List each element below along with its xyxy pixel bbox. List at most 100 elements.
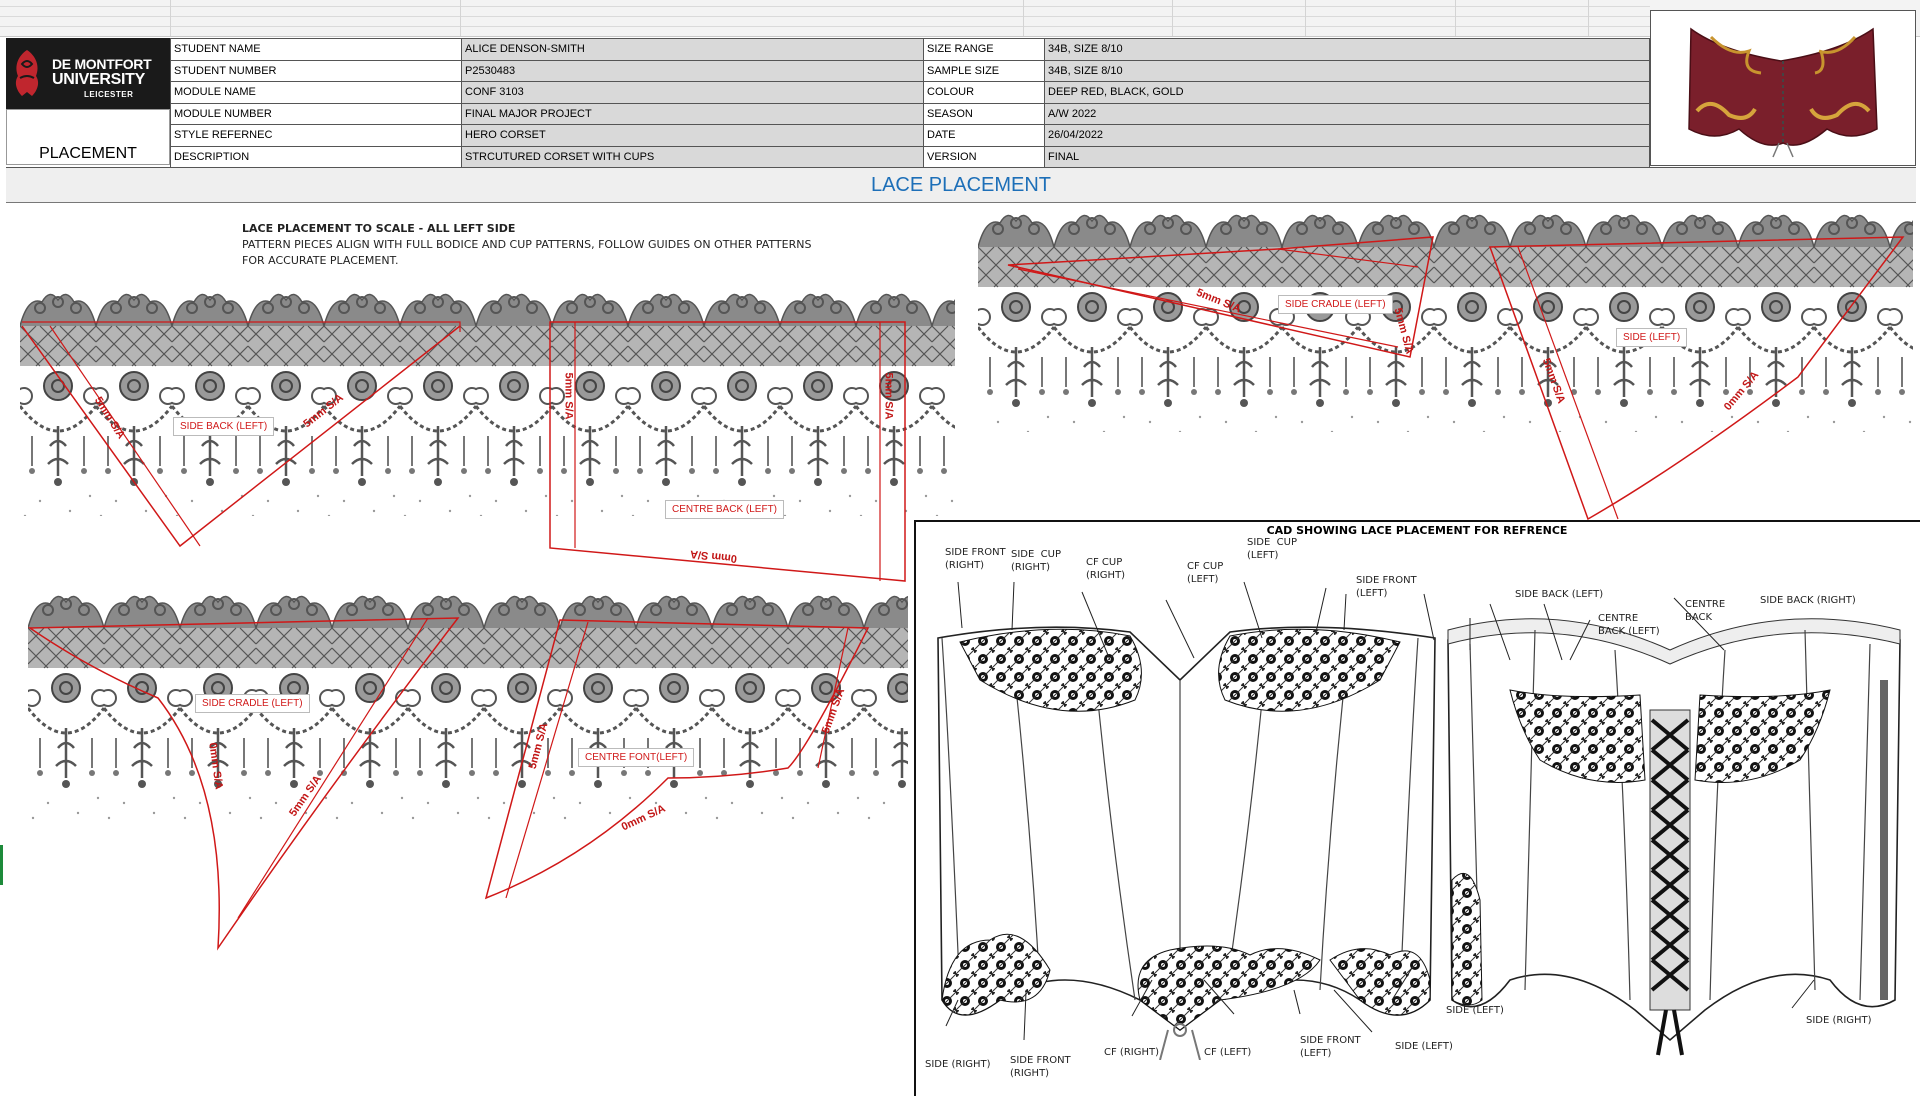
spreadsheet-header-strip: [0, 0, 1920, 37]
cad-label-text: SIDE (LEFT): [1446, 1005, 1504, 1016]
corset-thumbnail: [1650, 10, 1916, 166]
grid-line: [170, 0, 171, 36]
info-value: FINAL MAJOR PROJECT: [461, 102, 924, 125]
cad-label-text: SIDE BACK (RIGHT): [1760, 595, 1856, 606]
corset-front-drawing: [937, 624, 1436, 1060]
info-label: MODULE NUMBER: [170, 102, 462, 125]
info-label: SEASON: [923, 102, 1045, 125]
cad-label: SIDE (RIGHT): [1806, 1014, 1872, 1027]
cad-label-text: CF (RIGHT): [1104, 1047, 1159, 1058]
info-value: CONF 3103: [461, 81, 924, 104]
lace-placement-banner: LACE PLACEMENT: [6, 167, 1916, 203]
cad-label: SIDE FRONT (LEFT): [1300, 1034, 1361, 1060]
info-value: DEEP RED, BLACK, GOLD: [1044, 81, 1650, 104]
cad-label-text: SIDE (LEFT): [1395, 1041, 1453, 1052]
grid-line: [1588, 0, 1589, 36]
info-value: A/W 2022: [1044, 102, 1650, 125]
sheet-edge-marker: [0, 845, 3, 885]
cad-label: CF CUP (RIGHT): [1086, 556, 1125, 582]
cad-label-text: SIDE FRONT (RIGHT): [1010, 1055, 1071, 1079]
cad-label-text: SIDE FRONT (LEFT): [1300, 1035, 1361, 1059]
cad-label: SIDE FRONT (RIGHT): [945, 546, 1006, 572]
placement-note: LACE PLACEMENT TO SCALE - ALL LEFT SIDE …: [242, 221, 811, 269]
logo-line-1: DE MONTFORT: [52, 56, 152, 72]
cad-label-text: CF (LEFT): [1204, 1047, 1252, 1058]
cad-label-text: SIDE CUP (RIGHT): [1011, 549, 1062, 573]
grid-line: [1455, 0, 1456, 36]
info-label: COLOUR: [923, 81, 1045, 104]
cad-label: SIDE BACK (LEFT): [1515, 588, 1603, 601]
grid-line: [0, 26, 1650, 27]
grid-line: [1305, 0, 1306, 36]
cad-label-text: SIDE FRONT (RIGHT): [945, 547, 1006, 571]
cad-label: SIDE FRONT (LEFT): [1356, 574, 1417, 600]
info-value: STRCUTURED CORSET WITH CUPS: [461, 145, 924, 168]
grid-line: [1023, 0, 1024, 36]
corset-back-drawing: [1447, 618, 1901, 1056]
cad-label-text: SIDE CUP (LEFT): [1247, 537, 1298, 561]
info-label: STUDENT NAME: [170, 38, 462, 61]
note-line: FOR ACCURATE PLACEMENT.: [242, 254, 399, 267]
info-label: VERSION: [923, 145, 1045, 168]
info-label: DESCRIPTION: [170, 145, 462, 168]
cad-label-text: CENTRE BACK: [1685, 599, 1726, 623]
cad-label: SIDE FRONT (RIGHT): [1010, 1054, 1071, 1080]
cad-label-text: SIDE (RIGHT): [925, 1059, 991, 1070]
info-label: MODULE NAME: [170, 81, 462, 104]
info-label: STYLE REFERNEC: [170, 124, 462, 147]
griffin-crest-icon: [15, 50, 39, 96]
cad-title: CAD SHOWING LACE PLACEMENT FOR REFRENCE: [1266, 524, 1568, 537]
info-value: 34B, SIZE 8/10: [1044, 59, 1650, 82]
cad-label-text: SIDE (RIGHT): [1806, 1015, 1872, 1026]
corset-render-image: [1688, 27, 1878, 158]
university-logo: DE MONTFORT UNIVERSITY LEICESTER: [6, 38, 170, 109]
cad-label: CF (LEFT): [1204, 1046, 1251, 1059]
cad-label: CF (RIGHT): [1104, 1046, 1159, 1059]
info-value: P2530483: [461, 59, 924, 82]
cad-label: SIDE (LEFT): [1446, 1004, 1504, 1017]
info-value: HERO CORSET: [461, 124, 924, 147]
lace-strip-side-cradle-side: [978, 207, 1913, 521]
cad-label-text: CF CUP (LEFT): [1187, 561, 1224, 585]
seam-allowance-label: 5mm S/A: [882, 372, 895, 420]
logo-line-3: LEICESTER: [84, 90, 134, 99]
lace-strip-side-cradle-centre-front: [28, 588, 908, 951]
cad-label-text: SIDE BACK (LEFT): [1515, 589, 1604, 600]
seam-allowance-label: 5mm S/A: [562, 372, 575, 420]
info-value: ALICE DENSON-SMITH: [461, 38, 924, 61]
lace-strip-side-back-centre-back: [20, 286, 955, 582]
cad-label: SIDE CUP (RIGHT): [1011, 548, 1061, 574]
cad-label: SIDE (LEFT): [1395, 1040, 1453, 1053]
info-label: SIZE RANGE: [923, 38, 1045, 61]
grid-line: [1172, 0, 1173, 36]
cad-label: CENTRE BACK (LEFT): [1598, 612, 1660, 638]
cad-label-text: SIDE FRONT (LEFT): [1356, 575, 1417, 599]
placement-label: PLACEMENT: [6, 109, 170, 165]
logo-line-2: UNIVERSITY: [52, 71, 146, 88]
info-label: STUDENT NUMBER: [170, 59, 462, 82]
pattern-label-side-back: SIDE BACK (LEFT): [173, 417, 275, 436]
grid-line: [0, 6, 1650, 7]
info-label: SAMPLE SIZE: [923, 59, 1045, 82]
info-value: 34B, SIZE 8/10: [1044, 38, 1650, 61]
info-label: DATE: [923, 124, 1045, 147]
note-heading: LACE PLACEMENT TO SCALE - ALL LEFT SIDE: [242, 222, 516, 235]
info-value: FINAL: [1044, 145, 1650, 168]
pattern-label-centre-front: CENTRE FONT(LEFT): [578, 748, 695, 767]
cad-callout-arrows: [945, 581, 1815, 1041]
cad-label: CENTRE BACK: [1685, 598, 1725, 624]
cad-label-text: CENTRE BACK (LEFT): [1598, 613, 1660, 637]
cad-label: SIDE BACK (RIGHT): [1760, 594, 1856, 607]
cad-label-text: CF CUP (RIGHT): [1086, 557, 1126, 581]
note-line: PATTERN PIECES ALIGN WITH FULL BODICE AN…: [242, 238, 812, 251]
grid-line: [460, 0, 461, 36]
cad-label: SIDE (RIGHT): [925, 1058, 991, 1071]
pattern-label-side-left: SIDE (LEFT): [1616, 328, 1688, 347]
